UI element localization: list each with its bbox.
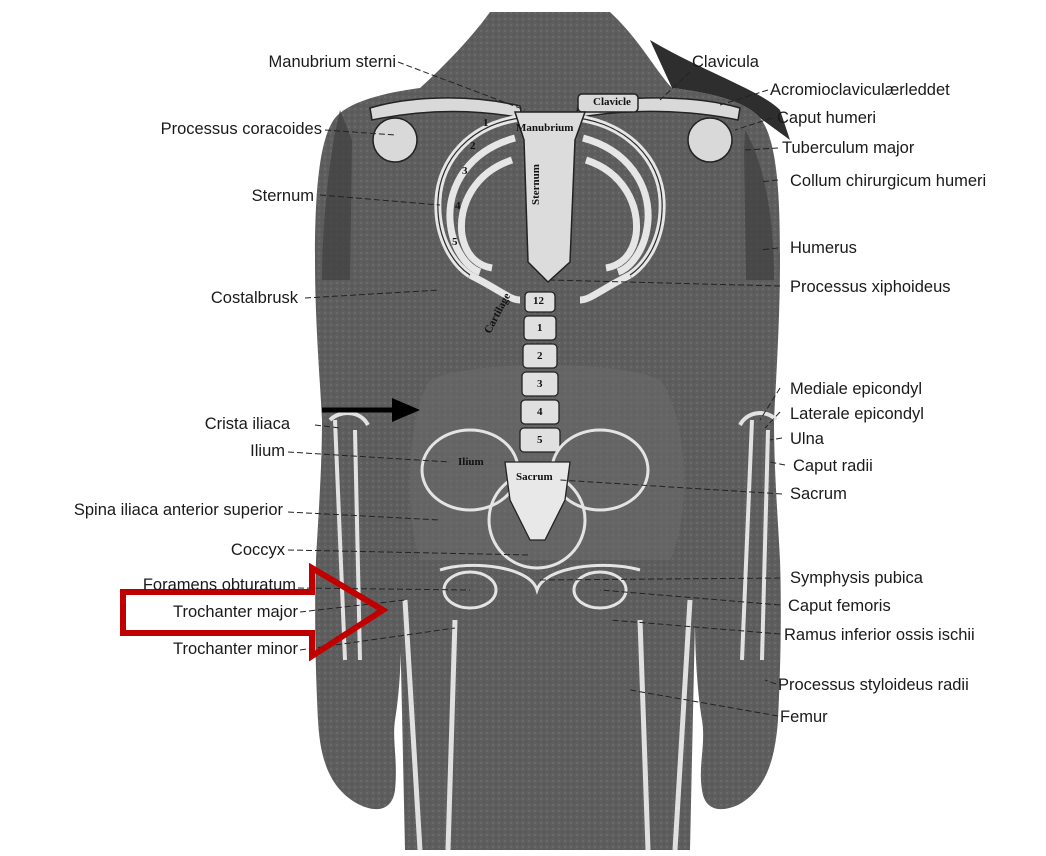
spine	[520, 292, 560, 452]
vertebra-number: 3	[537, 378, 543, 390]
rib-number: 5	[452, 236, 458, 248]
vertebra-number: 2	[537, 350, 543, 362]
label-foramens-obturatum: Foramens obturatum	[143, 575, 296, 595]
label-symphysis-pubica: Symphysis pubica	[790, 568, 923, 588]
vertebra-number: 5	[537, 434, 543, 446]
label-caput-femoris: Caput femoris	[788, 596, 891, 616]
label-trochanter-major: Trochanter major	[173, 602, 298, 622]
label-caput-humeri: Caput humeri	[777, 108, 876, 128]
vertebra-number: 1	[537, 322, 543, 334]
inset-sacrum: Sacrum	[516, 471, 553, 483]
vertebra-number: 4	[537, 406, 543, 418]
vertebra-number: 12	[533, 295, 544, 307]
rib-number: 4	[455, 200, 461, 212]
inset-sternum: Sternum	[530, 164, 542, 205]
label-coccyx: Coccyx	[231, 540, 285, 560]
label-ramus-inferior: Ramus inferior ossis ischii	[784, 625, 975, 645]
inset-ilium: Ilium	[458, 456, 484, 468]
label-humerus: Humerus	[790, 238, 857, 258]
label-sacrum: Sacrum	[790, 484, 847, 504]
label-processus-styloideus: Processus styloideus radii	[778, 675, 969, 695]
inset-manubrium: Manubrium	[516, 122, 573, 134]
label-laterale-epicondyl: Laterale epicondyl	[790, 404, 924, 424]
label-processus-coracoides: Processus coracoides	[161, 119, 322, 139]
label-processus-xiphoideus: Processus xiphoideus	[790, 277, 951, 297]
label-costalbrusk: Costalbrusk	[211, 288, 298, 308]
label-crista-iliaca: Crista iliaca	[205, 414, 290, 434]
label-mediale-epicondyl: Mediale epicondyl	[790, 379, 922, 399]
rib-number: 3	[462, 165, 468, 177]
label-spina-iliaca: Spina iliaca anterior superior	[74, 500, 283, 520]
label-femur: Femur	[780, 707, 828, 727]
label-caput-radii: Caput radii	[793, 456, 873, 476]
label-tuberculum-major: Tuberculum major	[782, 138, 914, 158]
label-ulna: Ulna	[790, 429, 824, 449]
label-acromioclavicularleddet: Acromioclaviculærleddet	[770, 80, 950, 100]
rib-number: 2	[470, 140, 476, 152]
inset-clavicle: Clavicle	[593, 96, 631, 108]
label-manubrium-sterni: Manubrium sterni	[269, 52, 396, 72]
label-clavicula: Clavicula	[692, 52, 759, 72]
rib-number: 1	[483, 117, 489, 129]
label-sternum: Sternum	[252, 186, 314, 206]
label-ilium: Ilium	[250, 441, 285, 461]
label-collum-chirurgicum: Collum chirurgicum humeri	[790, 171, 986, 191]
label-trochanter-minor: Trochanter minor	[173, 639, 298, 659]
